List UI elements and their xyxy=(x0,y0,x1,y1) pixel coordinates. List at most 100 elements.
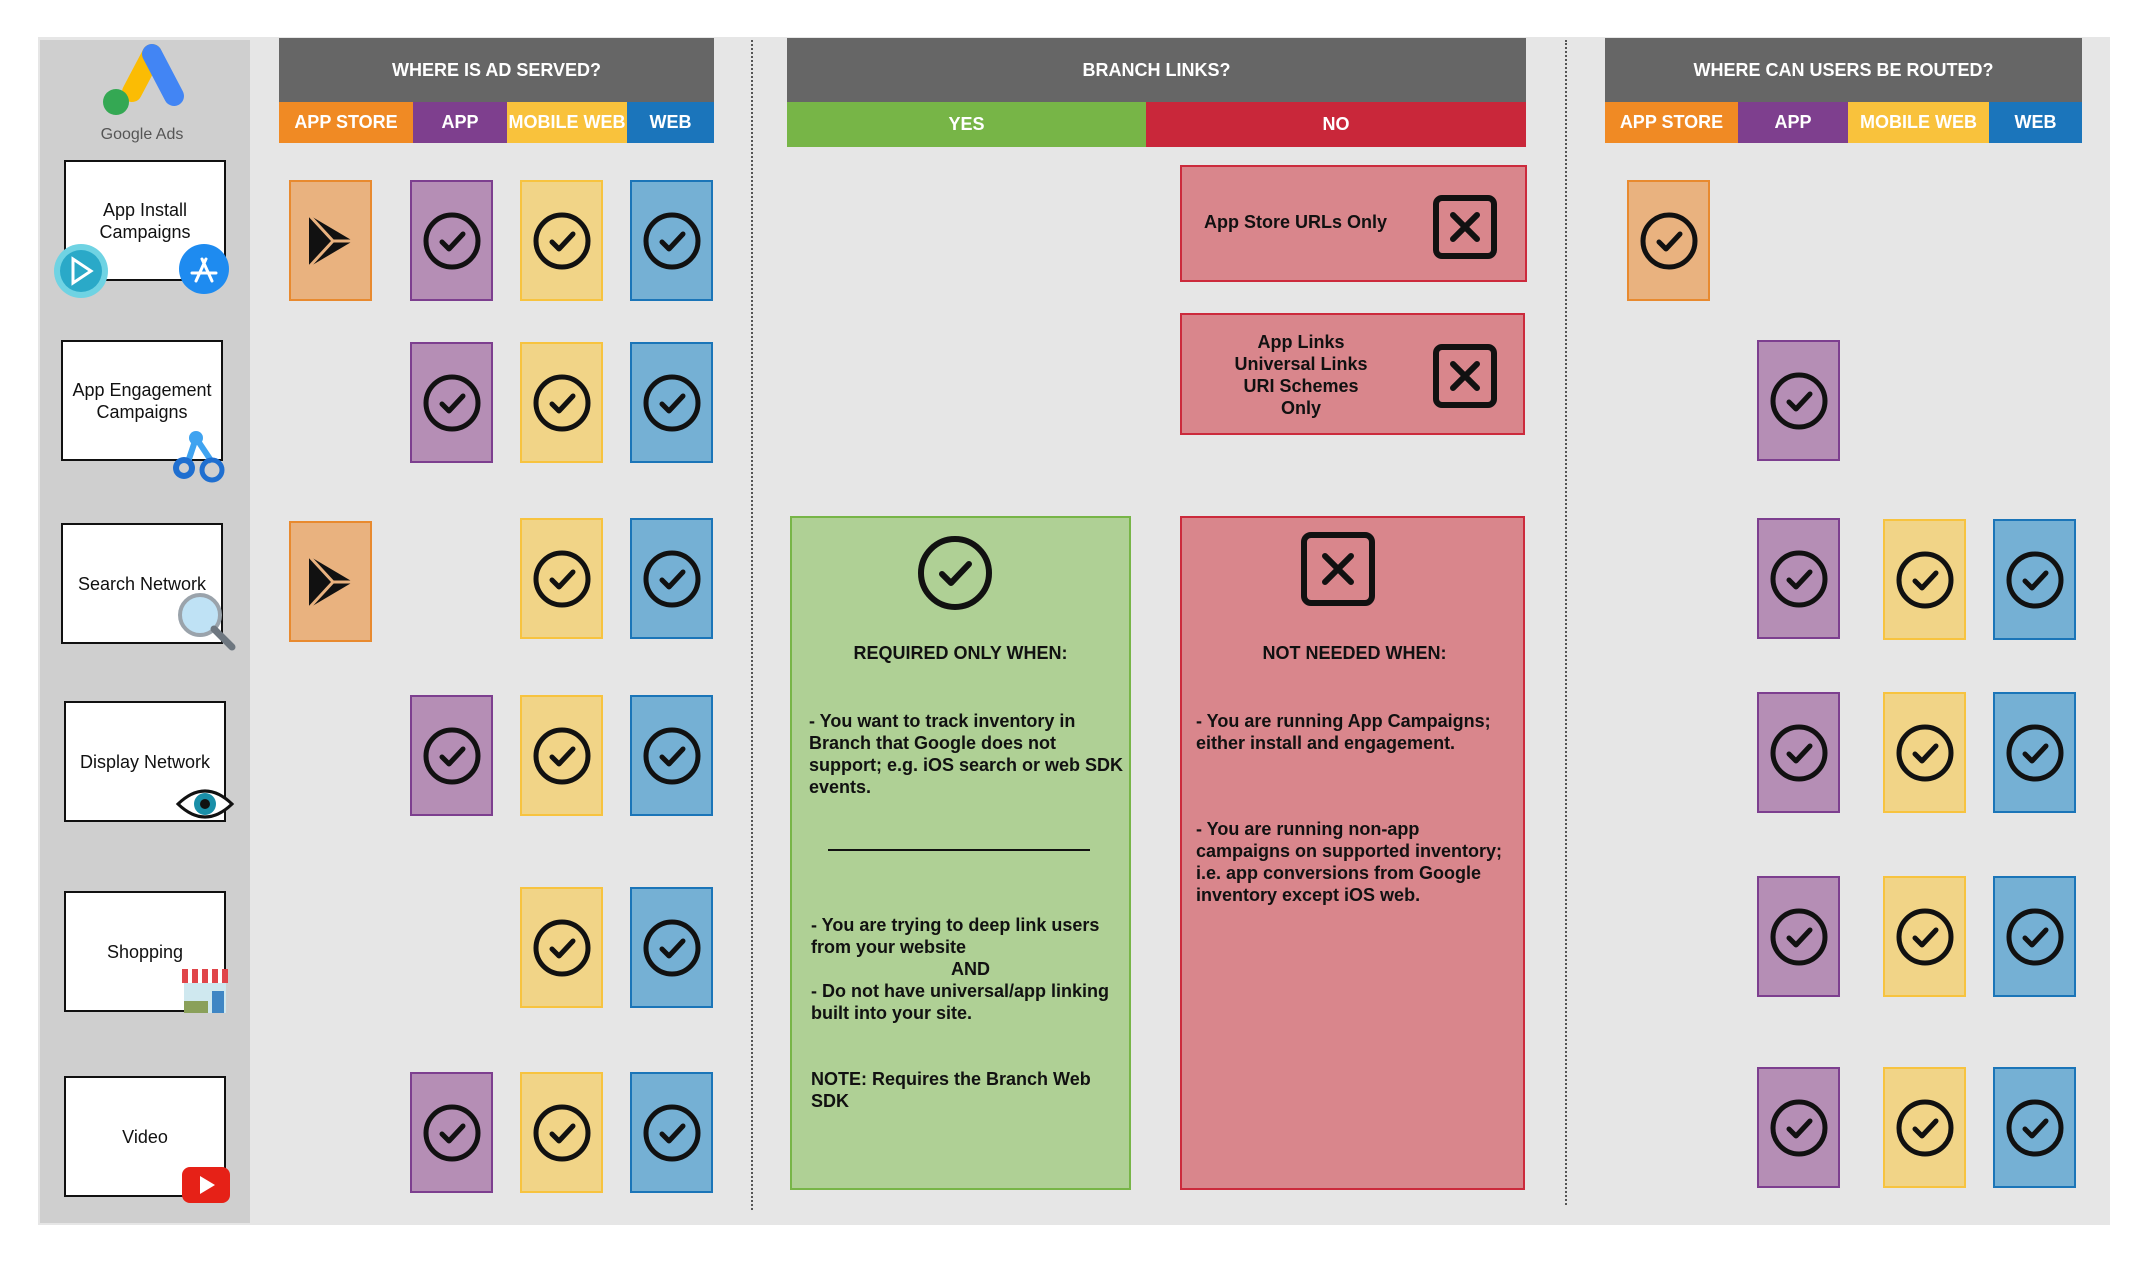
check-icon xyxy=(533,550,590,607)
served-col-app-store: APP STORE xyxy=(279,102,413,143)
check-icon xyxy=(1896,724,1953,781)
tile-app xyxy=(410,695,493,816)
section-divider xyxy=(1565,40,1567,1205)
tile-web xyxy=(630,180,713,301)
text-line: from your website xyxy=(811,937,967,957)
tile-app xyxy=(1757,340,1840,461)
text-line: - You are running non-app xyxy=(1196,819,1420,839)
check-icon xyxy=(1770,550,1827,607)
play-triangle-icon xyxy=(307,554,353,609)
check-icon xyxy=(533,212,590,269)
tile-mobile-web xyxy=(1883,1067,1966,1188)
check-icon xyxy=(643,727,700,784)
check-icon xyxy=(643,919,700,976)
text-line: inventory except iOS web. xyxy=(1196,885,1421,905)
tile-web xyxy=(630,1072,713,1193)
tile-web xyxy=(630,518,713,639)
check-icon xyxy=(643,1104,700,1161)
text-line: campaigns on supported inventory; xyxy=(1196,841,1503,861)
tile-mobile-web xyxy=(520,695,603,816)
routed-col-app: APP xyxy=(1738,102,1848,143)
text-line: support; e.g. iOS search or web SDK xyxy=(809,755,1124,775)
x-icon xyxy=(1433,195,1497,259)
youtube-icon xyxy=(182,1167,230,1203)
check-icon xyxy=(1896,908,1953,965)
routed-title: WHERE CAN USERS BE ROUTED? xyxy=(1605,38,2082,102)
check-icon xyxy=(918,536,992,610)
campaign-label: Video xyxy=(122,1126,168,1147)
x-icon xyxy=(1433,344,1497,408)
check-icon xyxy=(2006,908,2063,965)
served-col-mobile-web: MOBILE WEB xyxy=(507,102,627,143)
not-needed-title: NOT NEEDED WHEN: xyxy=(1262,643,1447,663)
check-icon xyxy=(533,727,590,784)
tile-web xyxy=(1993,519,2076,640)
tile-mobile-web xyxy=(520,518,603,639)
branch-title: BRANCH LINKS? xyxy=(787,38,1526,102)
text-line: AND xyxy=(951,959,990,979)
check-icon xyxy=(1896,1099,1953,1156)
magnifier-icon xyxy=(178,593,236,651)
check-icon xyxy=(533,1104,590,1161)
tile-app-store xyxy=(289,521,372,642)
tile-app-store xyxy=(1627,180,1710,301)
campaign-label: App Engagement Campaigns xyxy=(72,379,212,422)
app-links-line: URI Schemes xyxy=(1243,376,1359,396)
text-line: - Do not have universal/app linking xyxy=(811,981,1110,1001)
text-line: - You are running App Campaigns; xyxy=(1196,711,1491,731)
check-icon xyxy=(1770,1099,1827,1156)
app-links-line: Universal Links xyxy=(1234,354,1368,374)
check-icon xyxy=(1770,908,1827,965)
required-box: REQUIRED ONLY WHEN: - You want to track … xyxy=(790,516,1131,1190)
text-line: SDK xyxy=(811,1091,850,1111)
app-links-line: App Links xyxy=(1257,332,1345,352)
tile-app-store xyxy=(289,180,372,301)
tile-app xyxy=(410,1072,493,1193)
check-icon xyxy=(643,212,700,269)
required-reason-2: - You are trying to deep link users from… xyxy=(811,914,1109,1024)
required-note: NOTE: Requires the Branch Web SDK xyxy=(811,1068,1091,1112)
tile-app xyxy=(410,342,493,463)
app-store-icon xyxy=(179,244,229,294)
required-title: REQUIRED ONLY WHEN: xyxy=(853,643,1068,663)
required-reason-1: - You want to track inventory in Branch … xyxy=(809,710,1123,798)
app-links-line: Only xyxy=(1280,398,1321,418)
tile-app xyxy=(1757,518,1840,639)
campaign-label: Search Network xyxy=(77,573,207,594)
tile-mobile-web xyxy=(1883,692,1966,813)
served-col-app: APP xyxy=(413,102,507,143)
check-icon xyxy=(423,212,480,269)
google-ads-logo xyxy=(103,44,184,115)
served-title: WHERE IS AD SERVED? xyxy=(279,38,714,102)
app-store-urls-box: App Store URLs Only xyxy=(1180,165,1527,282)
x-icon xyxy=(1301,532,1375,606)
tile-app xyxy=(1757,1067,1840,1188)
not-needed-box: NOT NEEDED WHEN: - You are running App C… xyxy=(1180,516,1525,1190)
tile-mobile-web xyxy=(1883,876,1966,997)
tile-app xyxy=(1757,876,1840,997)
tile-web xyxy=(1993,876,2076,997)
tile-mobile-web xyxy=(520,342,603,463)
tile-web xyxy=(630,695,713,816)
app-links-box: App Links Universal Links URI Schemes On… xyxy=(1180,313,1525,435)
check-icon xyxy=(1640,212,1697,269)
text-line: events. xyxy=(809,777,872,797)
campaign-label: Display Network xyxy=(79,751,211,772)
check-icon xyxy=(423,374,480,431)
funnel-icon xyxy=(173,431,225,483)
text-line: i.e. app conversions from Google xyxy=(1196,863,1482,883)
tile-web xyxy=(1993,1067,2076,1188)
check-icon xyxy=(533,919,590,976)
tile-mobile-web xyxy=(520,1072,603,1193)
check-icon xyxy=(643,374,700,431)
text-line: - You are trying to deep link users xyxy=(811,915,1100,935)
play-store-icon xyxy=(54,244,108,298)
routed-col-app-store: APP STORE xyxy=(1605,102,1738,143)
check-icon xyxy=(1770,372,1827,429)
text-line: Branch that Google does not xyxy=(809,733,1057,753)
routed-col-web: WEB xyxy=(1989,102,2082,143)
campaign-label: App Install Campaigns xyxy=(99,199,191,242)
text-line: built into your site. xyxy=(811,1003,972,1023)
text-line: either install and engagement. xyxy=(1196,733,1456,753)
app-store-urls-label: App Store URLs Only xyxy=(1204,212,1388,232)
